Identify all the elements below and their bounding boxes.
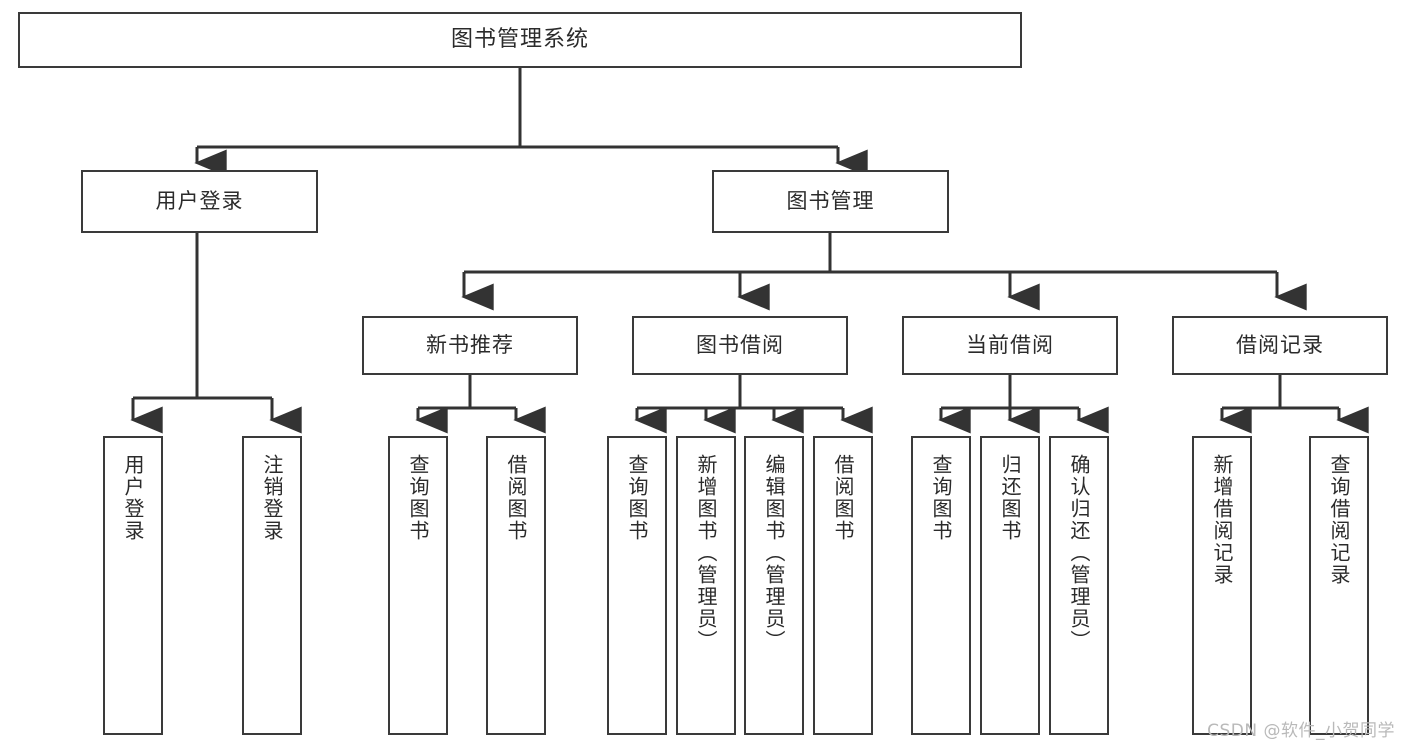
leaf-query-record[interactable]: 查询借阅记录	[1309, 436, 1369, 735]
leaf-return-book-label: 归还图书	[998, 454, 1022, 542]
node-current-borrow-label: 当前借阅	[966, 333, 1054, 358]
node-book-manage-label: 图书管理	[786, 189, 875, 214]
leaf-query-book-3-label: 查询图书	[929, 454, 953, 542]
leaf-edit-book-label: 编辑图书（管理员）	[762, 454, 786, 652]
node-new-book-recommend[interactable]: 新书推荐	[362, 316, 578, 375]
node-book-borrow[interactable]: 图书借阅	[632, 316, 848, 375]
node-user-login[interactable]: 用户登录	[81, 170, 318, 233]
leaf-query-book-2[interactable]: 查询图书	[607, 436, 667, 735]
leaf-confirm-return[interactable]: 确认归还（管理员）	[1049, 436, 1109, 735]
node-book-manage[interactable]: 图书管理	[712, 170, 949, 233]
leaf-query-book-3[interactable]: 查询图书	[911, 436, 971, 735]
leaf-user-login[interactable]: 用户登录	[103, 436, 163, 735]
leaf-query-book-2-label: 查询图书	[625, 454, 649, 542]
leaf-user-logout-label: 注销登录	[260, 454, 284, 542]
node-borrow-record[interactable]: 借阅记录	[1172, 316, 1388, 375]
node-root[interactable]: 图书管理系统	[18, 12, 1022, 68]
leaf-borrow-book-2-label: 借阅图书	[831, 454, 855, 542]
leaf-user-login-label: 用户登录	[121, 454, 145, 542]
watermark: CSDN @软件_小贺同学	[1207, 721, 1395, 741]
node-new-book-recommend-label: 新书推荐	[426, 333, 514, 358]
node-book-borrow-label: 图书借阅	[696, 333, 784, 358]
leaf-query-book-1[interactable]: 查询图书	[388, 436, 448, 735]
leaf-borrow-book-1[interactable]: 借阅图书	[486, 436, 546, 735]
leaf-add-record-label: 新增借阅记录	[1210, 454, 1234, 586]
leaf-query-book-1-label: 查询图书	[406, 454, 430, 542]
leaf-query-record-label: 查询借阅记录	[1327, 454, 1351, 586]
leaf-borrow-book-1-label: 借阅图书	[504, 454, 528, 542]
leaf-return-book[interactable]: 归还图书	[980, 436, 1040, 735]
leaf-confirm-return-label: 确认归还（管理员）	[1067, 454, 1091, 652]
node-current-borrow[interactable]: 当前借阅	[902, 316, 1118, 375]
node-user-login-label: 用户登录	[155, 189, 244, 214]
node-borrow-record-label: 借阅记录	[1236, 333, 1324, 358]
leaf-add-book[interactable]: 新增图书（管理员）	[676, 436, 736, 735]
leaf-edit-book[interactable]: 编辑图书（管理员）	[744, 436, 804, 735]
node-root-label: 图书管理系统	[450, 27, 589, 53]
leaf-add-book-label: 新增图书（管理员）	[694, 454, 718, 652]
leaf-user-logout[interactable]: 注销登录	[242, 436, 302, 735]
leaf-borrow-book-2[interactable]: 借阅图书	[813, 436, 873, 735]
leaf-add-record[interactable]: 新增借阅记录	[1192, 436, 1252, 735]
